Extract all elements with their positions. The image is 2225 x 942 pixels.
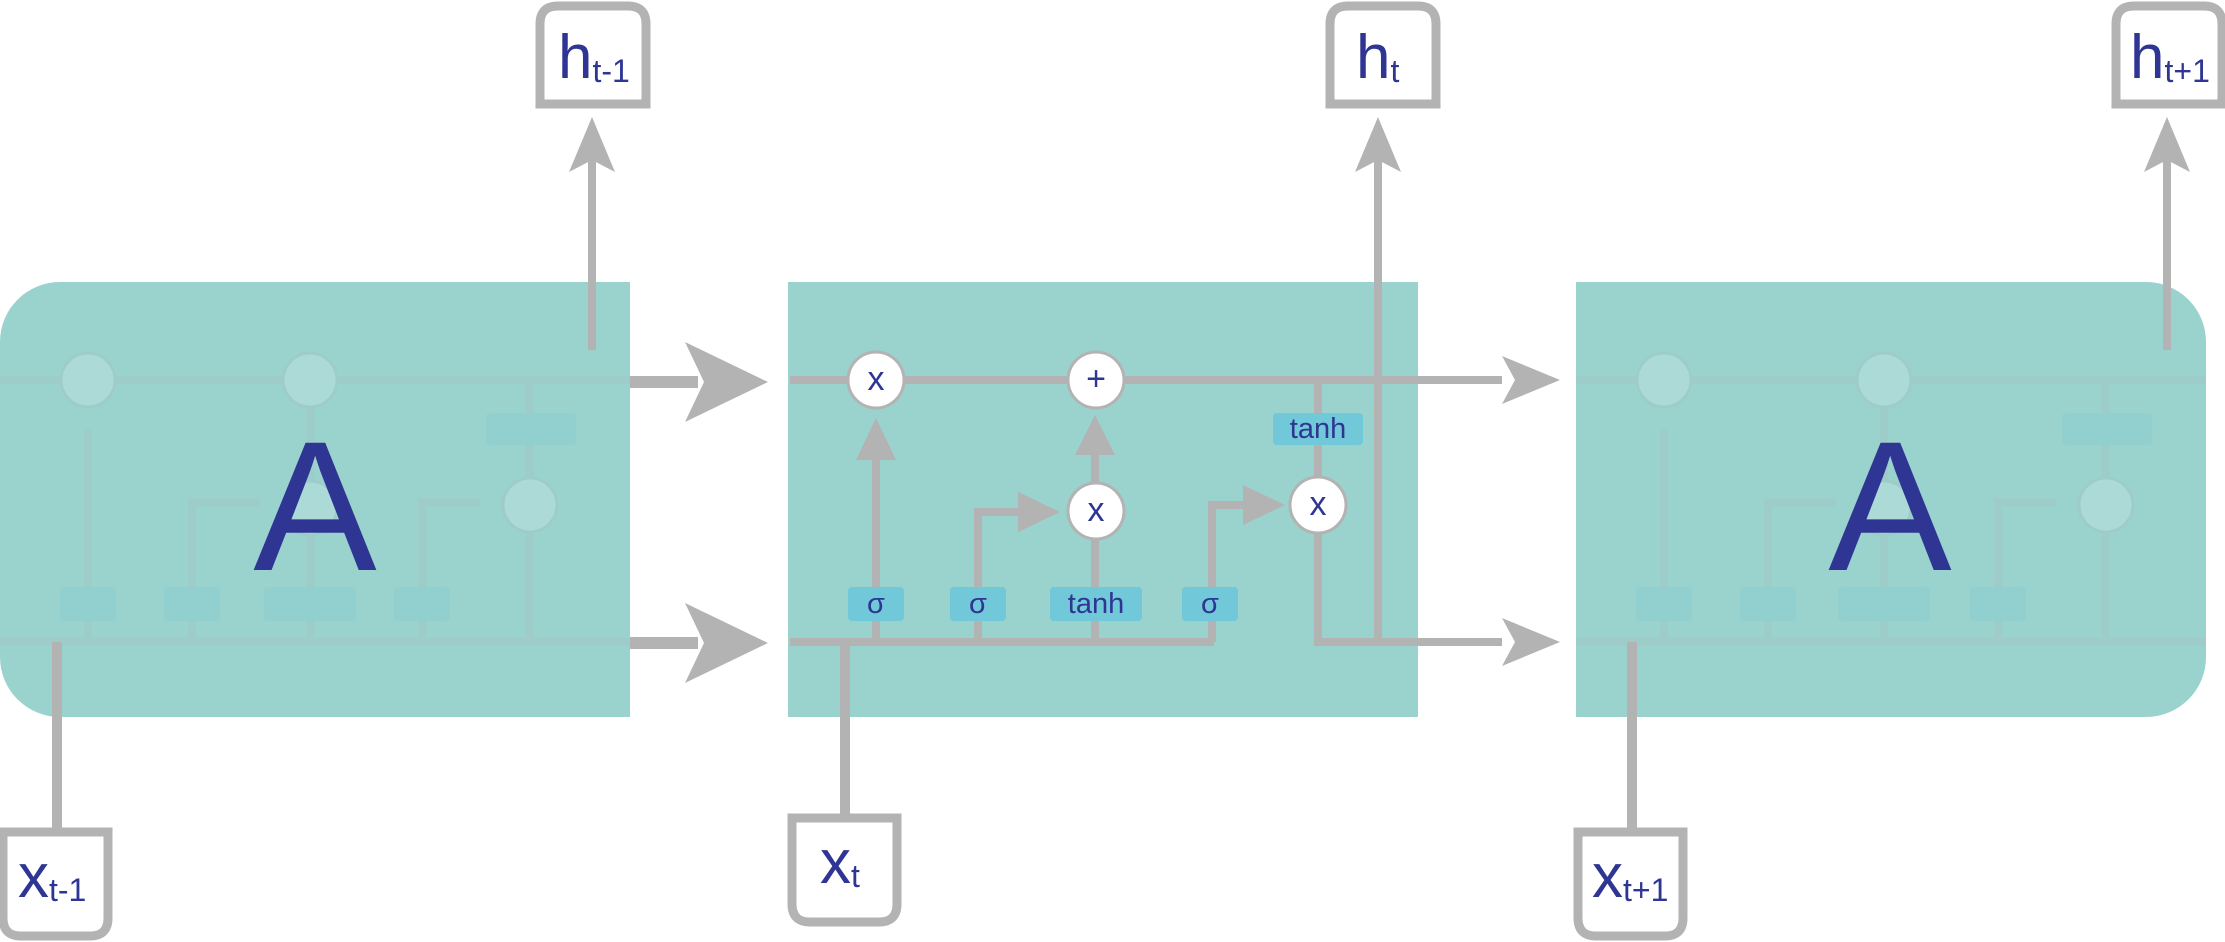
arrow-up-h-right <box>2144 117 2190 172</box>
x-left-main: x <box>18 842 49 911</box>
input-lines <box>52 642 1637 832</box>
op-forget-multiply <box>846 350 906 410</box>
h-center-main: h <box>1356 23 1390 92</box>
arrow-center-to-right-bottom <box>1502 618 1560 666</box>
arrow-up-h-left <box>569 117 615 172</box>
forget-gate-arrowhead <box>856 418 896 460</box>
svg-text:ht-1: ht-1 <box>558 23 630 92</box>
x-right-main: x <box>1592 842 1623 911</box>
h-left-main: h <box>558 23 592 92</box>
output-arrows <box>569 117 2190 350</box>
h-right-main: h <box>2130 23 2164 92</box>
output-box-h-center: ht <box>1325 1 1441 109</box>
arrow-up-h-center <box>1355 117 1401 172</box>
gate-label-output: σ <box>1201 588 1219 620</box>
svg-text:ht: ht <box>1356 23 1399 92</box>
svg-text:xt: xt <box>820 828 860 897</box>
cell-center: σ σ tanh σ tanh x + x x <box>788 282 1418 717</box>
output-box-h-left: ht-1 <box>535 1 651 109</box>
gate-box-forget <box>848 587 904 621</box>
cell-left-square-edge <box>300 282 630 717</box>
x-center-sub: t <box>851 858 860 894</box>
output-box-h-right: ht+1 <box>2111 1 2225 109</box>
hidden-out-line <box>1314 534 1418 646</box>
cell-left-label: A <box>253 404 377 610</box>
gate-box-input <box>950 587 1006 621</box>
op-forget-multiply-label: x <box>868 360 885 398</box>
cell-right-ghost-internals <box>1576 351 2206 646</box>
op-add <box>1066 350 1126 410</box>
op-add-label: + <box>1086 360 1106 398</box>
op-output-multiply-label: x <box>1310 485 1327 523</box>
x-right-sub: t+1 <box>1623 872 1668 908</box>
input-gate-arrowhead <box>1018 492 1060 532</box>
op-input-multiply-label: x <box>1088 491 1105 529</box>
candidate-arrowhead <box>1075 415 1115 455</box>
input-box-x-left: xt-1 <box>0 827 113 941</box>
cell-left: A <box>0 282 630 717</box>
h-right-sub: t+1 <box>2164 53 2209 89</box>
gate-label-candidate: tanh <box>1068 588 1124 620</box>
arrow-left-to-center-top <box>685 342 768 422</box>
h-left-sub: t-1 <box>592 53 629 89</box>
cell-right: A <box>1576 282 2206 717</box>
svg-text:xt+1: xt+1 <box>1592 842 1668 911</box>
arrow-left-to-center-bottom <box>685 603 768 683</box>
cell-left-ghost-internals <box>0 351 630 646</box>
gate-box-candidate <box>1050 587 1142 621</box>
svg-text:ht+1: ht+1 <box>2130 23 2210 92</box>
output-gate-arrowhead <box>1243 485 1285 525</box>
connectors <box>630 342 1560 683</box>
gate-box-output-tanh <box>1273 413 1363 445</box>
cell-right-label: A <box>1828 404 1952 610</box>
gate-box-output <box>1182 587 1238 621</box>
x-left-sub: t-1 <box>49 872 86 908</box>
arrow-center-to-right-top <box>1502 356 1560 404</box>
gate-label-output-tanh: tanh <box>1290 413 1346 445</box>
input-box-x-center: xt <box>787 813 902 927</box>
op-output-multiply <box>1288 475 1348 535</box>
input-box-x-right: xt+1 <box>1573 827 1688 941</box>
op-input-multiply <box>1066 481 1126 541</box>
x-center-main: x <box>820 828 851 897</box>
gate-label-input: σ <box>969 588 987 620</box>
gate-label-forget: σ <box>867 588 885 620</box>
svg-text:xt-1: xt-1 <box>18 842 86 911</box>
h-center-sub: t <box>1390 53 1399 89</box>
